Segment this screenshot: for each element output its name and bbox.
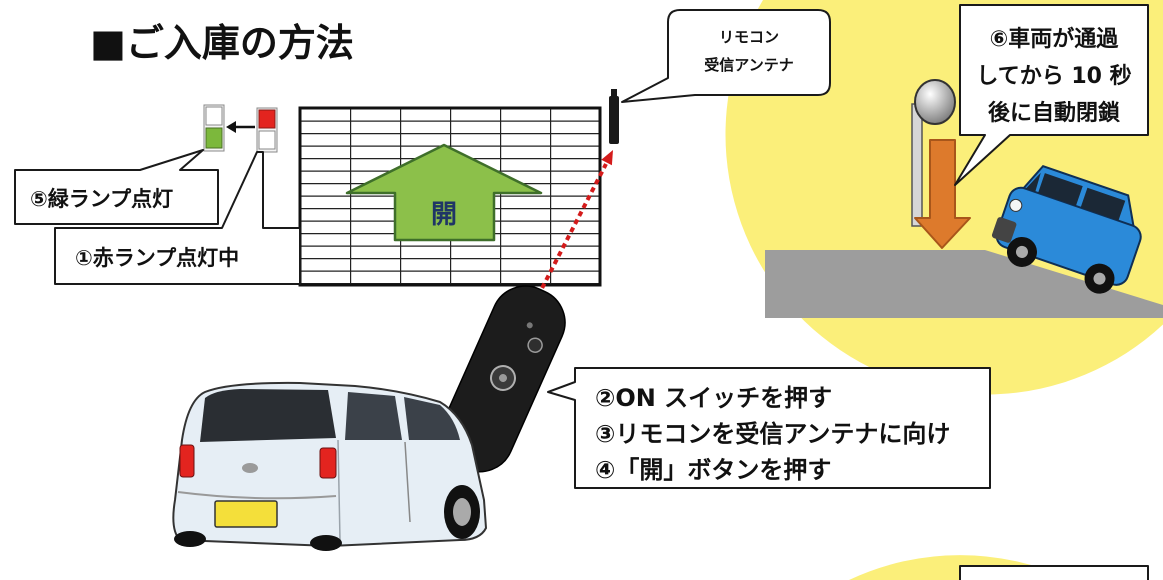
green-lamp-callout: ⑤緑ランプ点灯: [14, 149, 219, 225]
auto-close-callout: ⑥車両が通過 してから 10 秒 後に自動閉鎖: [954, 4, 1149, 186]
blue-car-hub: [1093, 272, 1106, 285]
antenna-callout-box: [621, 9, 831, 103]
entry-gate: 開: [298, 106, 602, 287]
blue-car-window: [1038, 173, 1083, 206]
close-arrow: [914, 139, 971, 249]
page-title: ■ご入庫の方法: [90, 21, 354, 65]
green-lamp-upper: [205, 106, 223, 126]
white-car-license-plate: [214, 500, 278, 528]
remote-on-button: [527, 337, 543, 353]
white-car-rear-window: [200, 389, 336, 442]
pole-sensor-head: [914, 79, 956, 125]
blue-car-headlight: [1009, 198, 1023, 212]
white-car-wheel: [310, 535, 342, 551]
blue-car: [991, 164, 1142, 294]
signal-lamp-green: [203, 104, 225, 152]
receiver-antenna: [609, 89, 619, 144]
green-lamp-callout-box: [14, 149, 219, 225]
blue-car-windshield: [1025, 172, 1041, 192]
remote-led: [526, 322, 533, 329]
antenna-callout: リモコン 受信アンテナ: [621, 9, 831, 103]
ramp: [765, 250, 1163, 318]
antenna-tip: [611, 89, 617, 98]
green-lamp-callout-text: ⑤緑ランプ点灯: [30, 187, 173, 211]
step-line-3: ③リモコンを受信アンテナに向け: [595, 420, 950, 448]
antenna-callout-line-2: 受信アンテナ: [704, 56, 793, 74]
signal-beam-arrowhead: [601, 150, 613, 166]
white-car-hub: [453, 498, 471, 526]
white-car-tail-light-right: [319, 447, 337, 479]
blue-car-hub: [1015, 245, 1028, 258]
lamp-change-arrow: [226, 121, 255, 133]
pole-post: [911, 103, 923, 227]
auto-close-line-3: 後に自動閉鎖: [988, 100, 1121, 126]
open-arrow-label: 開: [431, 200, 457, 230]
red-lamp-callout-text: ①赤ランプ点灯中: [75, 246, 239, 270]
red-lamp-light: [258, 109, 276, 129]
auto-close-line-2: してから 10 秒: [976, 64, 1131, 89]
steps-callout: ②ON スイッチを押す ③リモコンを受信アンテナに向け ④「開」ボタンを押す: [547, 367, 991, 489]
signal-beam: [536, 150, 613, 297]
antenna-callout-line-1: リモコン: [719, 28, 779, 46]
antenna-body: [609, 96, 619, 144]
sensor-pole: [911, 79, 956, 227]
auto-close-line-1: ⑥車両が通過: [990, 26, 1120, 52]
signal-beam-line: [536, 163, 608, 297]
red-lamp-callout-box: [54, 151, 301, 285]
step-line-2: ②ON スイッチを押す: [595, 384, 832, 412]
white-car-bumper-line: [177, 491, 337, 500]
open-arrow: [345, 143, 543, 242]
steps-callout-box: [547, 367, 991, 489]
white-car-side-window: [404, 397, 460, 440]
blue-car-body: [995, 186, 1142, 286]
blue-car-bumper: [991, 217, 1017, 243]
auto-close-callout-box: [954, 4, 1149, 186]
white-car: [172, 381, 488, 551]
white-car-tail-light-left: [179, 444, 195, 478]
white-car-side-window: [345, 392, 402, 440]
signal-lamp-red: [256, 107, 278, 153]
white-car-wheel: [174, 531, 206, 547]
white-car-emblem: [242, 463, 258, 473]
blue-car-window: [1080, 187, 1126, 221]
bottom-right-box: [959, 565, 1149, 580]
red-lamp-lower: [258, 130, 276, 150]
lamp-arrow-head: [226, 121, 236, 133]
step-line-4: ④「開」ボタンを押す: [595, 456, 831, 484]
white-car-corner-line: [337, 439, 341, 541]
red-lamp-callout: ①赤ランプ点灯中: [54, 151, 301, 285]
white-car-door-line: [404, 441, 411, 523]
gate-frame: [298, 106, 602, 287]
remote-open-button-center: [499, 374, 507, 382]
green-lamp-light: [205, 127, 223, 149]
